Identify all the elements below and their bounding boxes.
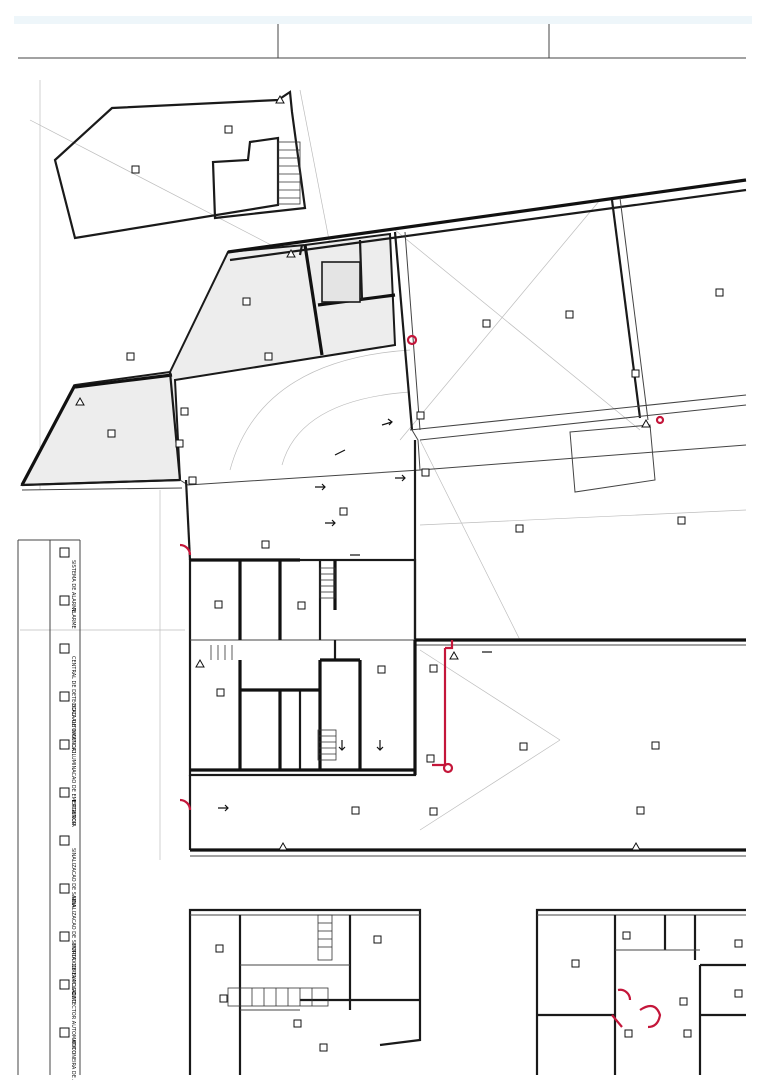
fire-icon: [59, 691, 70, 702]
legend-label: CENTRAL DE DETECCAO AUTOMATICA: [70, 656, 76, 752]
outer-wall-north: [227, 178, 747, 262]
legend-item: EXTINTOR: [59, 787, 76, 826]
legend-label: SISTEMA DE ALARME: [70, 560, 76, 613]
evacuation-arrows: [218, 418, 492, 812]
extinguisher-icon: [59, 787, 70, 798]
stair-entry: [210, 645, 233, 660]
legend-label: DETECTOR AUTOMATICO: [70, 992, 76, 1054]
legend-label: PORTA CORTA-FOGO: [70, 944, 76, 995]
shaded-wing: [20, 232, 397, 487]
exit-sign-icon: [59, 883, 70, 894]
legend-label: ILUMINACAO DE EMERGENCIA: [70, 752, 76, 827]
button-icon: [59, 1027, 70, 1038]
legend-label: ALARME: [70, 608, 76, 629]
legend-item: BOCA DE INCENDIO: [59, 691, 76, 753]
legend-label: BOTONEIRA DE ALARME: [70, 1040, 76, 1080]
panel-icon: [59, 643, 70, 654]
legend-item: PORTA CORTA-FOGO: [59, 931, 76, 995]
detector-icon: [59, 979, 70, 990]
legend-item: SISTEMA DE ALARME: [59, 547, 76, 613]
lower-hall: [188, 638, 746, 857]
legend-item: SINALIZACAO DE SENTIDO DE EVACUACAO: [59, 883, 76, 1003]
door-icon: [59, 931, 70, 942]
legend-label: BOCA DE INCENDIO: [70, 704, 76, 753]
fire-doors: [179, 334, 665, 811]
stair-upper-left: [277, 141, 301, 205]
construction-lines: [20, 80, 641, 860]
alarm-triangles: [75, 94, 651, 851]
upper-left-building: [53, 90, 307, 240]
lower-left-plan: [188, 908, 422, 1075]
title-block: [14, 16, 752, 59]
legend-item: ILUMINACAO DE EMERGENCIA: [59, 739, 76, 827]
legend-label: SINALIZACAO DE SENTIDO DE EVACUACAO: [70, 896, 76, 1003]
legend-item: BOTONEIRA DE ALARME: [59, 1027, 76, 1080]
upper-right-rooms: [393, 197, 747, 493]
legend-item: DETECTOR AUTOMATICO: [59, 979, 76, 1054]
stair-central: [317, 567, 337, 761]
exit-sign-icon: [59, 835, 70, 846]
lower-right-plan: [535, 908, 746, 1075]
light-icon: [59, 739, 70, 750]
device-symbols: [107, 125, 724, 816]
legend-label: SINALIZACAO DE SAIDA: [70, 848, 76, 908]
alarm-triangle-icon: [59, 595, 70, 606]
legend-item: ALARME: [59, 595, 76, 629]
stair-lower-left: [227, 914, 333, 1007]
central-block: [188, 558, 417, 777]
alarm-triangle-icon: [59, 547, 70, 558]
legend-item: SINALIZACAO DE SAIDA: [59, 835, 76, 908]
legend-label: EXTINTOR: [70, 800, 76, 826]
legend-item: CENTRAL DE DETECCAO AUTOMATICA: [59, 643, 76, 752]
